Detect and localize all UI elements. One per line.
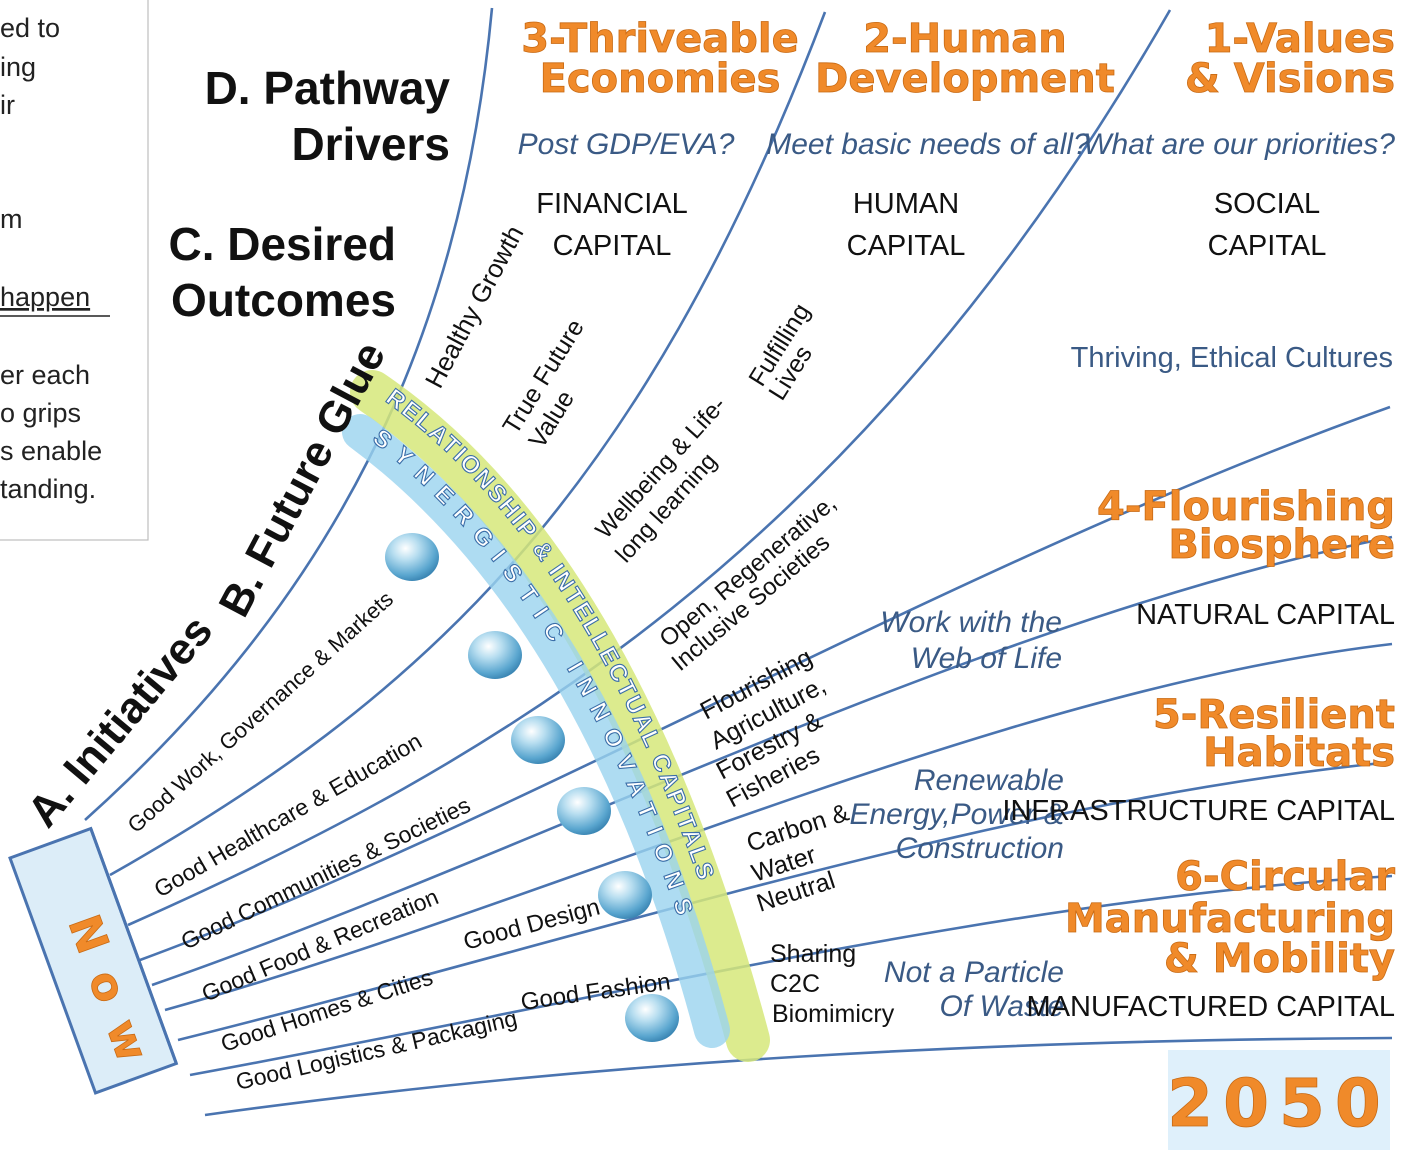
row-question: Renewable	[914, 764, 1064, 797]
sphere	[557, 787, 611, 835]
row-question: Not a Particle	[884, 956, 1064, 989]
capital-label: HUMAN	[853, 188, 959, 220]
column-question: Meet basic needs of all?	[766, 128, 1090, 161]
capital-label: CAPITAL	[1208, 230, 1327, 262]
year-label: 2050	[1167, 1065, 1391, 1142]
row-title: Habitats	[1203, 730, 1395, 776]
note-line: ed to	[0, 13, 60, 43]
sphere	[625, 994, 679, 1042]
pathway-drivers-title: D. Pathway	[205, 62, 451, 114]
row-question: Work with the	[880, 606, 1062, 639]
row-title: Manufacturing	[1065, 896, 1395, 942]
column-question: What are our priorities?	[1083, 128, 1395, 161]
sphere	[598, 871, 652, 919]
column-title: 3-Thriveable	[521, 16, 798, 62]
sphere	[511, 716, 565, 764]
row-title: 4-Flourishing	[1097, 484, 1395, 530]
row-question: Energy,Power &	[849, 798, 1064, 831]
initiatives-title: A. Initiatives	[18, 606, 222, 836]
row-title: 6-Circular	[1175, 854, 1395, 900]
note-line: tanding.	[0, 474, 96, 504]
note-line: s enable	[0, 436, 102, 466]
note-line: ir	[0, 90, 15, 120]
column-title: 1-Values	[1205, 16, 1395, 62]
capital-label: SOCIAL	[1214, 188, 1320, 220]
now-box	[8, 826, 179, 1095]
future-glue-title: B. Future Glue	[210, 334, 396, 625]
row-question: Of Waste	[940, 990, 1064, 1023]
row-question: Web of Life	[911, 642, 1062, 675]
column-title: Development	[815, 56, 1115, 102]
innovation-spheres	[385, 533, 679, 1042]
sphere	[468, 631, 522, 679]
capital-label: INFRASTRUCTURE CAPITAL	[1002, 795, 1395, 827]
row-title: 5-Resilient	[1153, 692, 1395, 738]
desired-outcomes-title: Outcomes	[171, 274, 396, 326]
thriving-cultures-label: Thriving, Ethical Cultures	[1071, 342, 1393, 374]
note-box: ed to ing ir m happen er each o grips s …	[0, 0, 149, 541]
column-title: Economies	[540, 56, 781, 102]
note-line: m	[0, 204, 23, 234]
note-line: happen	[0, 282, 90, 312]
outcome-label: Biomimicry	[772, 1000, 895, 1028]
pathway-drivers-title: Drivers	[291, 118, 450, 170]
row-title: Biosphere	[1168, 522, 1395, 568]
note-line: er each	[0, 360, 90, 390]
capital-label: NATURAL CAPITAL	[1136, 599, 1395, 631]
desired-outcomes-title: C. Desired	[168, 218, 396, 270]
row-question: Construction	[896, 832, 1064, 865]
row-title: & Mobility	[1164, 936, 1395, 982]
capital-label: MANUFACTURED CAPITAL	[1027, 991, 1395, 1023]
capital-label: CAPITAL	[553, 230, 672, 262]
outcome-label: Open, Regenerative,	[655, 490, 842, 653]
capital-label: CAPITAL	[847, 230, 966, 262]
column-title: 2-Human	[863, 16, 1067, 62]
capital-label: FINANCIAL	[536, 188, 687, 220]
outcome-label: C2C	[770, 970, 820, 998]
sphere	[385, 533, 439, 581]
note-line: o grips	[0, 398, 81, 428]
note-line: ing	[0, 52, 36, 82]
column-title: & Visions	[1185, 56, 1395, 102]
year-box: 2050	[1167, 1050, 1391, 1150]
outcome-label: Healthy Growth	[419, 221, 530, 393]
outcome-label: Sharing	[770, 940, 856, 968]
column-question: Post GDP/EVA?	[518, 128, 735, 161]
